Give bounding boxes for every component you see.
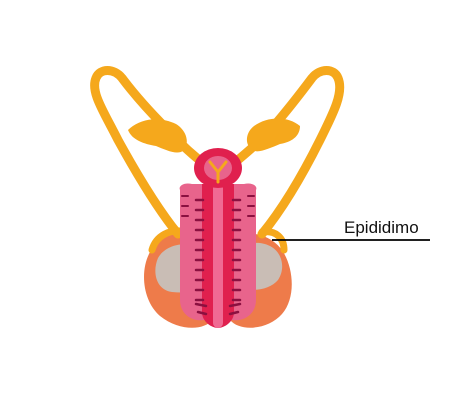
ejaculatory-ducts [208, 160, 228, 184]
ridges-right [231, 198, 242, 302]
ridges-left [194, 198, 205, 302]
label-epididymis-text: Epididimo [344, 218, 419, 237]
bulb-marks [194, 302, 242, 316]
label-epididymis: Epididimo [272, 218, 430, 241]
prostate [194, 148, 242, 188]
seminal-vesicle-left [128, 119, 187, 153]
urethra [213, 180, 223, 328]
ridges-outer [181, 195, 255, 217]
penis [179, 180, 257, 328]
